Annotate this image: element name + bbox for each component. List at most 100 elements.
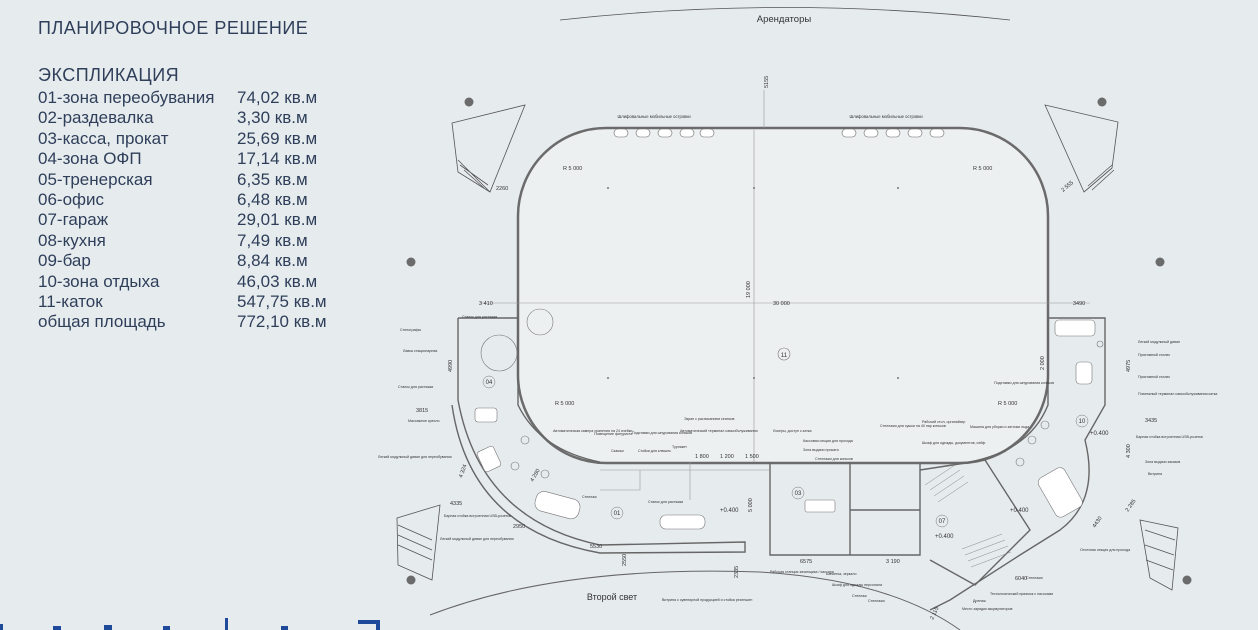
mobile-islands [613, 128, 945, 138]
dim-3190: 3 190 [886, 559, 900, 565]
note-podstavki2: Подставки для шнурования коньков [994, 381, 1054, 385]
room-07: 07 [939, 519, 946, 525]
note-islands-left: Шлифовальные мобильные островки [617, 114, 691, 119]
brand-strip [0, 618, 380, 630]
dim-4300: 4 300 [1126, 444, 1132, 458]
room-area: 6,35 кв.м [237, 169, 308, 189]
note-vitrina-bottom: Витрина с сувенирной продукцией и стойка… [662, 598, 752, 602]
level-2: +0.400 [1010, 508, 1029, 514]
note-barnaya: Барная стойка встроенная USB-розетки [444, 514, 511, 518]
note-kassovaya: Кассовая секция для прохода [803, 439, 853, 443]
room-area: 6,48 кв.м [237, 190, 308, 210]
building-walls [451, 317, 1106, 611]
stairs [396, 104, 1179, 591]
note-rabochaya: Рабочая станция зачинщика / кассира [770, 570, 834, 574]
room-area: 25,69 кв.м [237, 128, 318, 148]
note-mashina: Машина для уборки и заточки льда [970, 425, 1029, 429]
explication-row: 03-касса, прокат 25,69 кв.м [38, 129, 327, 149]
room-area: 7,49 кв.м [237, 230, 308, 250]
dim-1500: 1 500 [745, 454, 759, 460]
room-name: 07-гараж [38, 210, 109, 230]
columns [406, 97, 1192, 585]
explication-row: 07-гараж 29,01 кв.м [38, 210, 327, 230]
dim-2260: 2260 [496, 186, 508, 192]
room-name: 03-касса, прокат [38, 128, 169, 148]
note-massazh: Массажное кресло [408, 419, 440, 423]
explication-title: ЭКСПЛИКАЦИЯ [38, 65, 180, 85]
note-stellazhi-konki: Стеллажи для коньков [815, 457, 853, 461]
dim-1800: 1 800 [695, 454, 709, 460]
dim-3490: 3490 [1073, 301, 1085, 307]
dim-2115: 2 115 [929, 606, 940, 621]
note-stanok-2: Станок для растяжки [462, 315, 497, 319]
note-shkaf: Шкаф для одежды, документов, сейф [922, 441, 985, 445]
note-banketka: Банкетка, зеркало [826, 572, 857, 576]
room-name: 08-кухня [38, 230, 106, 250]
note-lokery: Локеры, доступ с катка [773, 429, 812, 433]
room-name: 10-зона отдыха [38, 271, 160, 291]
explication-row: 09-бар 8,84 кв.м [38, 251, 327, 271]
room-name: 04-зона ОФП [38, 149, 142, 169]
level-3: +0.400 [935, 534, 954, 540]
note-turniket: Турникет [672, 445, 687, 449]
note-lavka: Лавка стационарная [403, 349, 437, 353]
note-vydacha: Зона выдачи проката [803, 448, 839, 452]
note-stellazh-b: Стеллаж [852, 594, 867, 598]
dim-5155: 5155 [764, 76, 770, 88]
dim-5530: 5530 [590, 544, 602, 550]
note-stanok-3: Станок для растяжки [648, 500, 683, 504]
room-name: 06-офис [38, 190, 105, 210]
rink-outline [516, 126, 1050, 465]
explication-row: 04-зона ОФП 17,14 кв.м [38, 149, 327, 169]
room-area: 29,01 кв.м [237, 210, 318, 230]
note-podstavki: Подставки для шнурования коньков [632, 431, 692, 435]
dim-30000: 30 000 [773, 301, 790, 307]
note-kamera: Автоматическая камера хранения на 24 яче… [553, 429, 632, 433]
room-area: 3,30 кв.м [237, 108, 308, 128]
explication-row: 08-кухня 7,49 кв.м [38, 231, 327, 251]
note-stellazhi2: Стеллажи [1026, 576, 1043, 580]
room-name: 01-зона переобувания [38, 88, 215, 107]
explication-row: 10-зона отдыха 46,03 кв.м [38, 272, 327, 292]
room-area: 547,75 кв.м [237, 292, 327, 312]
room-area: 17,14 кв.м [237, 149, 318, 169]
room-01: 01 [614, 511, 621, 517]
explication-panel: ПЛАНИРОВОЧНОЕ РЕШЕНИЕ ЭКСПЛИКАЦИЯ 01-зон… [38, 18, 327, 333]
note-priyamok: Технологический приямок с насосами [990, 592, 1053, 596]
room-name: 09-бар [38, 251, 91, 271]
note-stellazhi-b: Стеллажи [868, 599, 885, 603]
note-shkaf-personala: Шкаф для одежды персонала [832, 583, 882, 587]
room-area: 46,03 кв.м [237, 271, 318, 291]
dim-4324: 4 324 [458, 464, 468, 479]
note-terminal-right: Платежный терминал самообслуживания катк… [1138, 392, 1217, 396]
top-label: Арендаторы [757, 14, 812, 25]
note-figurist: Помещение фигуриста [594, 432, 632, 436]
dim-2335: 2335 [734, 566, 740, 578]
room-area: 772,10 кв.м [237, 312, 327, 332]
dim-2550: 2550 [622, 554, 628, 566]
room-area: 8,84 кв.м [237, 251, 308, 271]
note-vitrina: Витрина [1148, 472, 1162, 476]
dim-19000: 19 000 [746, 281, 752, 298]
dim-4430: 4430 [1092, 516, 1104, 529]
note-stellazh: Стеллаж [582, 495, 597, 499]
dim-r-br: R 5 000 [998, 401, 1017, 407]
note-zakazy: Зона выдачи заказов [1145, 460, 1180, 464]
note-skami: Скамьи [611, 449, 624, 453]
hatch [924, 464, 1012, 568]
rink-number: 11 [781, 353, 788, 359]
dim-r-tr: R 5 000 [973, 166, 992, 172]
dim-6575: 6575 [800, 559, 812, 565]
note-divan-left: Легкий модульный диван для переобувания [378, 455, 452, 459]
room-04: 04 [486, 380, 493, 386]
dim-4975: 4975 [1126, 360, 1132, 372]
dim-3410: 3 410 [479, 301, 493, 307]
dim-4280: 4 280 [530, 468, 542, 483]
dim-2555: 2 555 [1060, 180, 1074, 193]
dim-r-bl: R 5 000 [555, 401, 574, 407]
